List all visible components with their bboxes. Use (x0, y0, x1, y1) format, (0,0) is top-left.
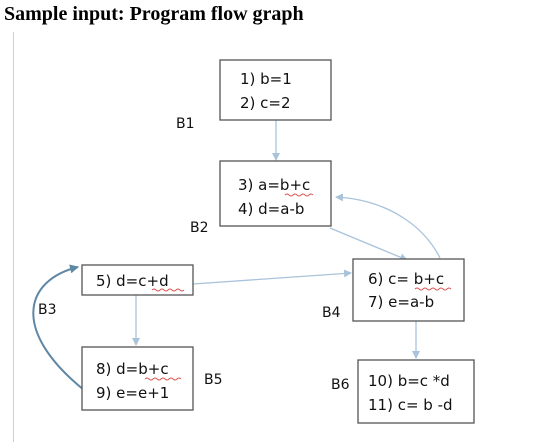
block-b2-line-2: 4) d=a-b (238, 200, 304, 218)
spellcheck-underline (144, 377, 182, 381)
edge-b2-b4 (329, 227, 408, 262)
block-b3-label: B3 (38, 302, 57, 318)
spellcheck-underline (151, 288, 185, 292)
block-b1-line-1: 1) b=1 (240, 70, 292, 88)
block-b2-line-1: 3) a=b+c (238, 176, 310, 194)
spellcheck-underline (414, 287, 452, 291)
block-b1-box (219, 59, 332, 121)
spellcheck-underline (284, 193, 314, 197)
block-b4-line-1: 6) c= b+c (368, 270, 444, 288)
block-b1-label: B1 (176, 116, 195, 132)
edge-b3-b4 (192, 269, 352, 285)
block-b6-line-1: 10) b=c *d (368, 372, 450, 390)
page-margin-rule (13, 32, 14, 442)
block-b3-box (81, 264, 194, 296)
block-b4-box (352, 258, 465, 322)
block-b5-line-2: 9) e=e+1 (96, 384, 169, 402)
block-b2-box (219, 160, 332, 227)
diagram-title: Sample input: Program flow graph (4, 3, 304, 25)
edge-b5-b3 (32, 264, 85, 391)
block-b6-box (357, 359, 475, 424)
block-b5-label: B5 (204, 372, 223, 388)
block-b2-label: B2 (190, 220, 209, 236)
block-b4-line-2: 7) e=a-b (368, 293, 434, 311)
block-b4-label: B4 (322, 305, 341, 321)
block-b3-line-1: 5) d=c+d (96, 272, 169, 290)
block-b6-label: B6 (331, 377, 350, 393)
edge-b4-b2 (335, 193, 441, 259)
block-b5-line-1: 8) d=b+c (96, 360, 169, 378)
block-b1-line-2: 2) c=2 (240, 94, 291, 112)
block-b5-box (81, 346, 194, 411)
block-b6-line-2: 11) c= b -d (368, 396, 453, 414)
